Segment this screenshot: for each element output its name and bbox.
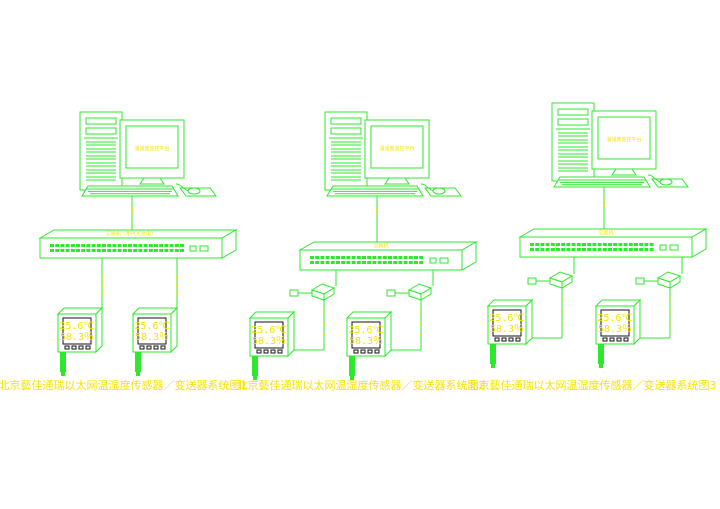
mouse-icon <box>659 178 673 186</box>
system-panel-1: 温湿度监控平台交换机（带POE供电）25.6℃58.3％25.6℃58.3％北京… <box>0 111 248 392</box>
network-switch: 交换机 <box>518 228 708 258</box>
temp-humidity-sensor: 25.6℃58.3％ <box>56 306 104 376</box>
humidity-readout: 58.3％ <box>490 324 524 335</box>
switch-label: 交换机（带POE供电） <box>106 231 156 238</box>
temperature-readout: 25.6℃ <box>348 325 383 336</box>
monitor-label: 温湿度监控平台 <box>379 145 414 152</box>
temperature-readout: 25.6℃ <box>59 321 94 332</box>
temp-humidity-sensor: 25.6℃58.3％ <box>345 310 393 380</box>
humidity-readout: 58.3％ <box>252 336 286 347</box>
figure-caption: 北京藝佳通瑞以太网温湿度传感器／变送器系统图2 <box>237 378 486 392</box>
temperature-readout: 25.6℃ <box>134 321 169 332</box>
monitor-label: 温湿度监控平台 <box>134 145 169 152</box>
power-adapter <box>635 271 682 289</box>
temp-humidity-sensor: 25.6℃58.3％ <box>248 310 296 380</box>
power-adapter <box>386 283 433 301</box>
power-adapter <box>289 283 336 301</box>
temp-humidity-sensor: 25.6℃58.3％ <box>594 298 642 368</box>
figure-caption: 北京藝佳通瑞以太网温湿度传感器／变送器系统图1 <box>0 378 248 392</box>
system-panel-2: 温湿度监控平台交换机25.6℃58.3％25.6℃58.3％北京藝佳通瑞以太网温… <box>237 111 486 392</box>
power-adapter <box>527 271 574 289</box>
computer: 温湿度监控平台 <box>551 102 689 188</box>
temperature-readout: 25.6℃ <box>251 325 286 336</box>
humidity-readout: 58.3％ <box>598 324 632 335</box>
computer: 温湿度监控平台 <box>324 111 462 197</box>
humidity-readout: 58.3％ <box>135 332 169 343</box>
computer: 温湿度监控平台 <box>79 111 217 197</box>
mouse-icon <box>432 187 446 195</box>
humidity-readout: 58.3％ <box>349 336 383 347</box>
monitor-label: 温湿度监控平台 <box>606 136 641 143</box>
temperature-readout: 25.6℃ <box>489 313 524 324</box>
temp-humidity-sensor: 25.6℃58.3％ <box>131 306 179 376</box>
temperature-readout: 25.6℃ <box>597 313 632 324</box>
mouse-icon <box>187 187 201 195</box>
humidity-readout: 58.3％ <box>60 332 94 343</box>
network-switch: 交换机（带POE供电） <box>38 229 238 259</box>
system-panel-3: 温湿度监控平台交换机25.6℃58.3％25.6℃58.3％北京藝佳通瑞以太网温… <box>468 102 717 392</box>
switch-label: 交换机 <box>598 230 613 237</box>
figure-caption: 北京藝佳通瑞以太网温湿度传感器／变送器系统图3 <box>468 378 717 392</box>
network-switch: 交换机 <box>298 241 478 271</box>
switch-label: 交换机 <box>373 243 388 250</box>
temp-humidity-sensor: 25.6℃58.3％ <box>486 298 534 368</box>
